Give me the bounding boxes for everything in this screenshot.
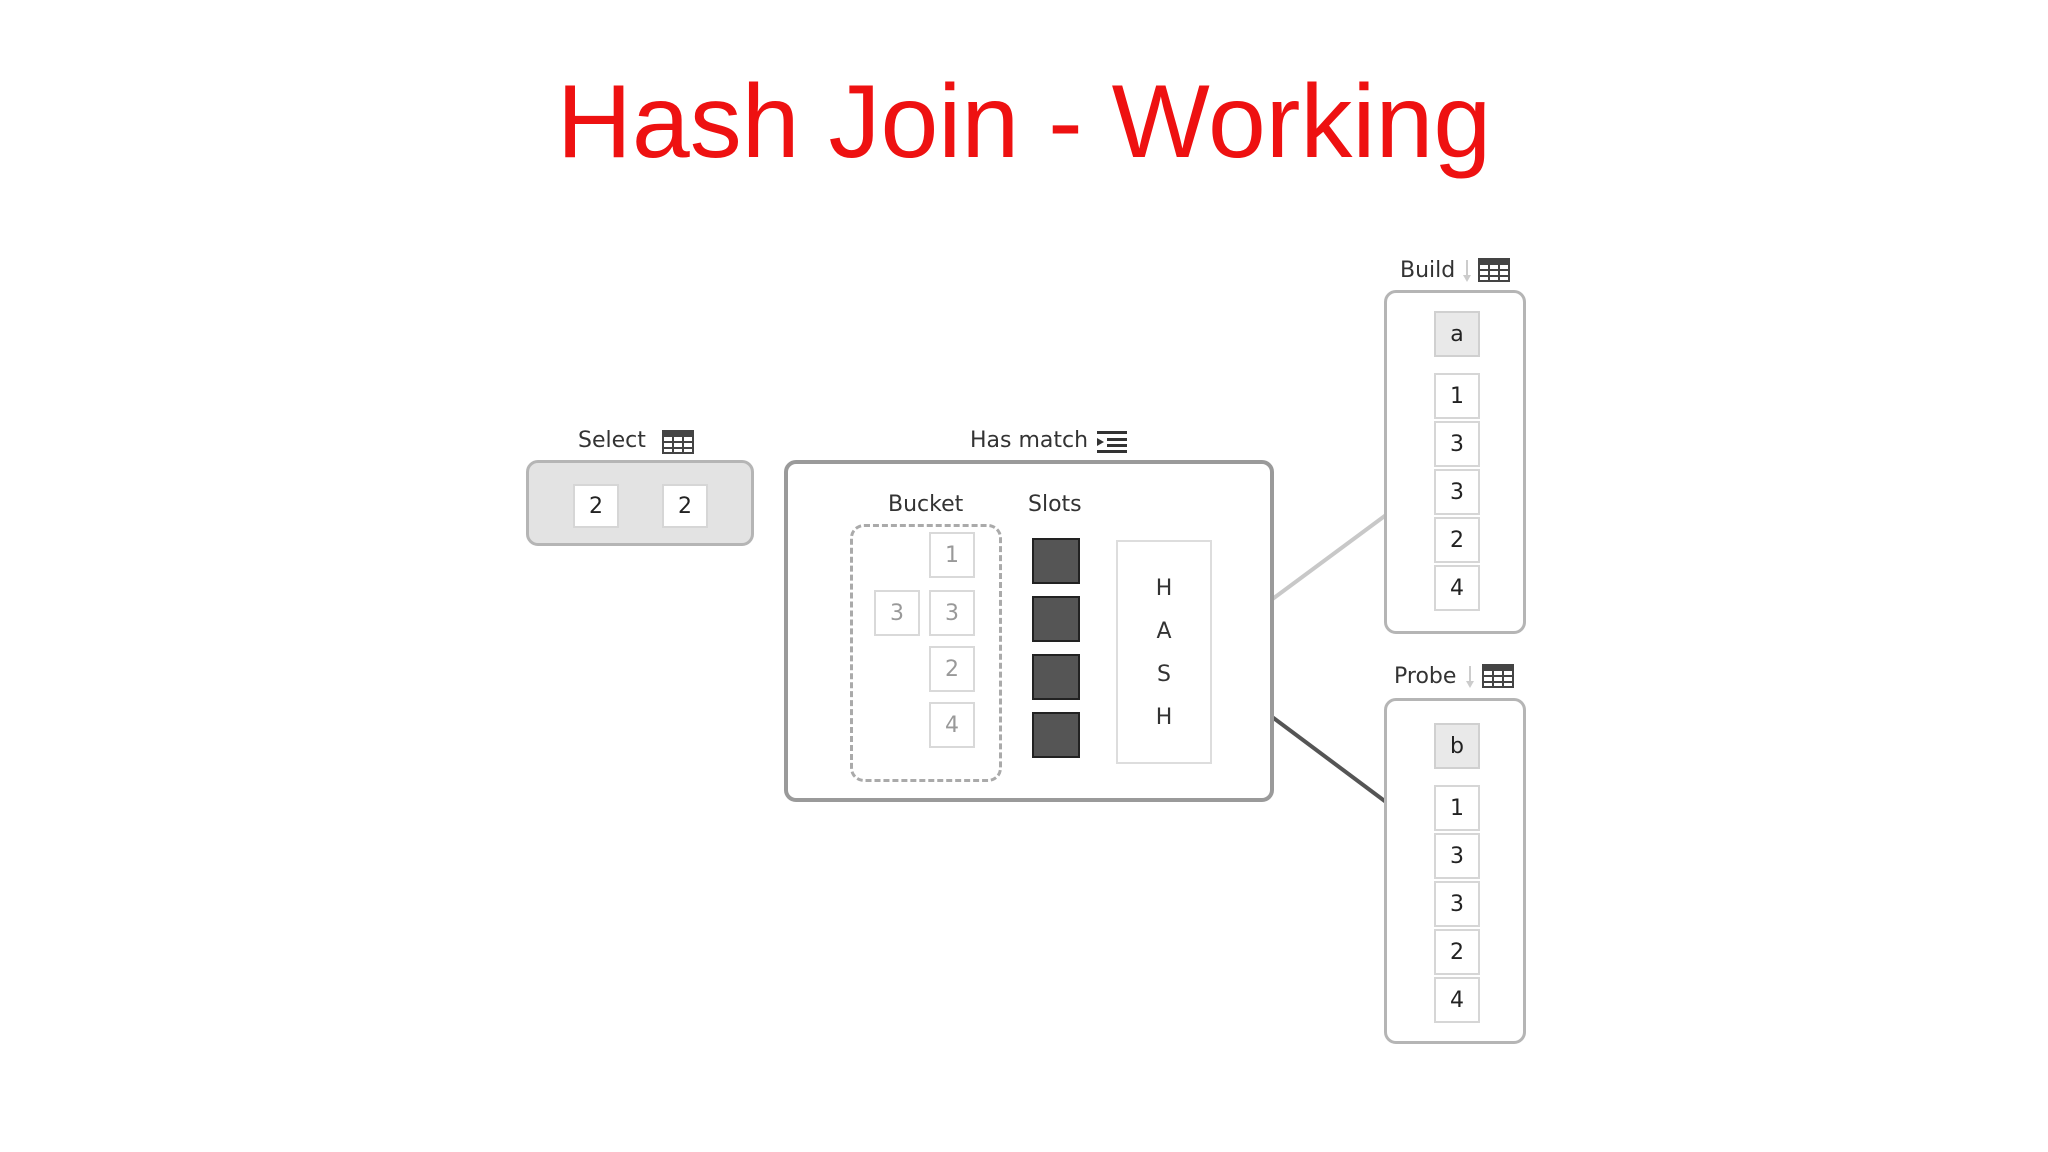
sort-down-arrow-icon <box>1466 666 1474 688</box>
list-indent-icon <box>1097 431 1127 453</box>
bucket-value-cell: 1 <box>929 532 975 578</box>
bucket-region <box>850 524 1002 782</box>
probe-value-cell: 1 <box>1434 785 1480 831</box>
select-panel: 2 2 <box>526 460 754 546</box>
table-grid-icon <box>662 430 694 454</box>
hash-letter: A <box>1156 619 1172 644</box>
slots-label: Slots <box>1028 492 1082 517</box>
table-grid-icon <box>1482 664 1514 688</box>
hasmatch-label: Has match <box>970 428 1089 453</box>
bucket-value-cell: 4 <box>929 702 975 748</box>
page-title: Hash Join - Working <box>556 64 1492 180</box>
build-value-cell: 4 <box>1434 565 1480 611</box>
build-label: Build <box>1400 258 1456 283</box>
build-value-cell: 2 <box>1434 517 1480 563</box>
bucket-value-cell: 3 <box>874 590 920 636</box>
slot-block <box>1032 538 1080 584</box>
build-table-panel: a 1 3 3 2 4 <box>1384 290 1526 634</box>
build-value-cell: 3 <box>1434 421 1480 467</box>
hash-letter: H <box>1155 576 1173 601</box>
table-grid-icon <box>1478 258 1510 282</box>
select-value-cell: 2 <box>573 484 619 528</box>
slot-block <box>1032 654 1080 700</box>
probe-label: Probe <box>1394 664 1457 689</box>
select-value-cell: 2 <box>662 484 708 528</box>
bucket-value-cell: 2 <box>929 646 975 692</box>
probe-value-cell: 2 <box>1434 929 1480 975</box>
bucket-value-cell: 3 <box>929 590 975 636</box>
build-column-header: a <box>1434 311 1480 357</box>
build-value-cell: 3 <box>1434 469 1480 515</box>
hash-letter: S <box>1157 662 1171 687</box>
hash-letter: H <box>1155 705 1173 730</box>
slot-block <box>1032 596 1080 642</box>
hasmatch-panel: Bucket Slots 1 3 3 2 4 H A S H <box>784 460 1274 802</box>
probe-value-cell: 4 <box>1434 977 1480 1023</box>
probe-value-cell: 3 <box>1434 881 1480 927</box>
slot-block <box>1032 712 1080 758</box>
probe-value-cell: 3 <box>1434 833 1480 879</box>
select-label: Select <box>578 428 646 453</box>
bucket-label: Bucket <box>888 492 964 517</box>
hash-function-box: H A S H <box>1116 540 1212 764</box>
build-value-cell: 1 <box>1434 373 1480 419</box>
probe-table-panel: b 1 3 3 2 4 <box>1384 698 1526 1044</box>
sort-down-arrow-icon <box>1463 260 1471 282</box>
probe-column-header: b <box>1434 723 1480 769</box>
